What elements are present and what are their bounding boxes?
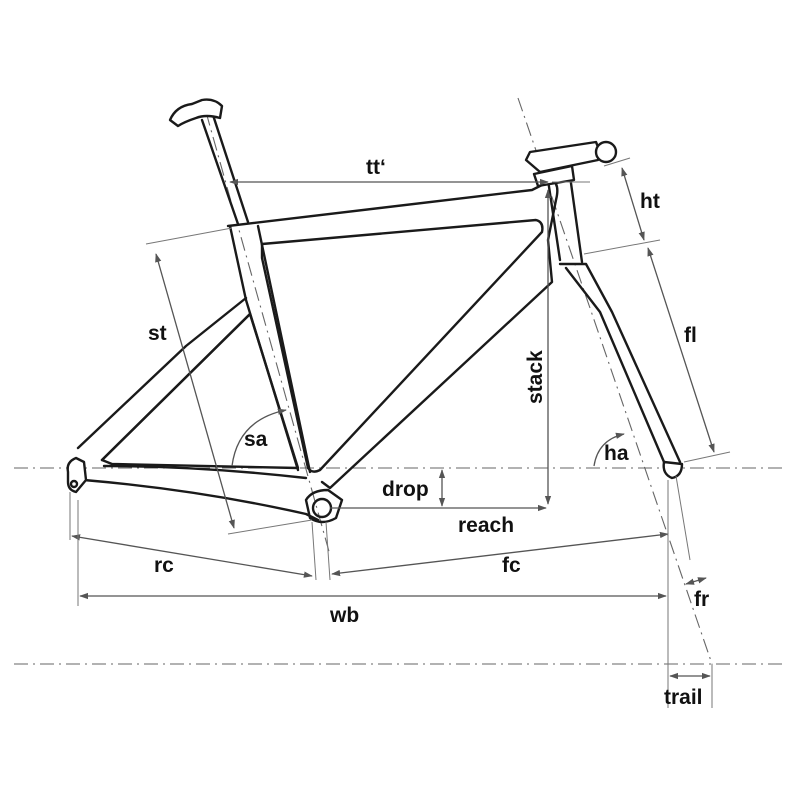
- steering-axis-line: [517, 97, 713, 665]
- rc-dimension: [71, 534, 313, 578]
- label-ht: ht: [640, 190, 660, 213]
- ht-extension-top: [603, 157, 631, 167]
- label-sa: sa: [244, 428, 268, 451]
- ha-arc: [593, 432, 625, 467]
- main-triangle-inner: [260, 218, 544, 473]
- chain-stay: [74, 464, 320, 522]
- sa-arc: [231, 408, 287, 467]
- fr-extension: [675, 475, 691, 561]
- label-rc: rc: [154, 554, 174, 577]
- seat-tube-axis-line: [205, 111, 331, 556]
- label-ha: ha: [604, 442, 629, 465]
- label-fc: fc: [502, 554, 521, 577]
- label-fl: fl: [684, 324, 697, 347]
- label-reach: reach: [458, 514, 514, 537]
- reference-lines: [14, 97, 786, 665]
- saddle-clamp: [168, 98, 224, 128]
- fr-dimension: [685, 577, 707, 585]
- label-drop: drop: [382, 478, 429, 501]
- st-extension-top: [145, 227, 233, 245]
- handlebar: [594, 140, 618, 164]
- rear-triangle-inner: [100, 312, 300, 470]
- fork-dropout: [662, 460, 684, 480]
- label-fr: fr: [694, 588, 709, 611]
- labels: tt‘ ht st fl stack sa ha drop reach rc f…: [148, 156, 709, 709]
- seatpost: [200, 110, 250, 226]
- fc-dimension: [331, 531, 669, 577]
- label-stack: stack: [524, 350, 547, 404]
- fl-extension: [683, 451, 731, 463]
- rear-axle: [69, 479, 79, 489]
- label-trail: trail: [664, 686, 703, 709]
- rear-dropout: [66, 456, 88, 494]
- label-wb: wb: [329, 604, 359, 627]
- bottom-bracket-shell: [304, 488, 344, 524]
- fork: [558, 262, 682, 464]
- main-triangle-outer: [226, 178, 559, 490]
- fc-extension-left: [325, 521, 331, 581]
- label-tt: tt‘: [366, 156, 386, 179]
- head-tube: [546, 174, 584, 264]
- rc-extension-right: [311, 521, 317, 581]
- dimensions: [69, 157, 731, 708]
- st-dimension: [155, 253, 235, 529]
- ht-dimension: [621, 167, 645, 241]
- fl-dimension: [647, 247, 715, 453]
- ht-extension-bottom: [583, 239, 661, 255]
- st-extension-bottom: [227, 519, 313, 535]
- seat-tube: [228, 224, 312, 474]
- label-st: st: [148, 322, 167, 345]
- bottom-bracket: [311, 497, 333, 519]
